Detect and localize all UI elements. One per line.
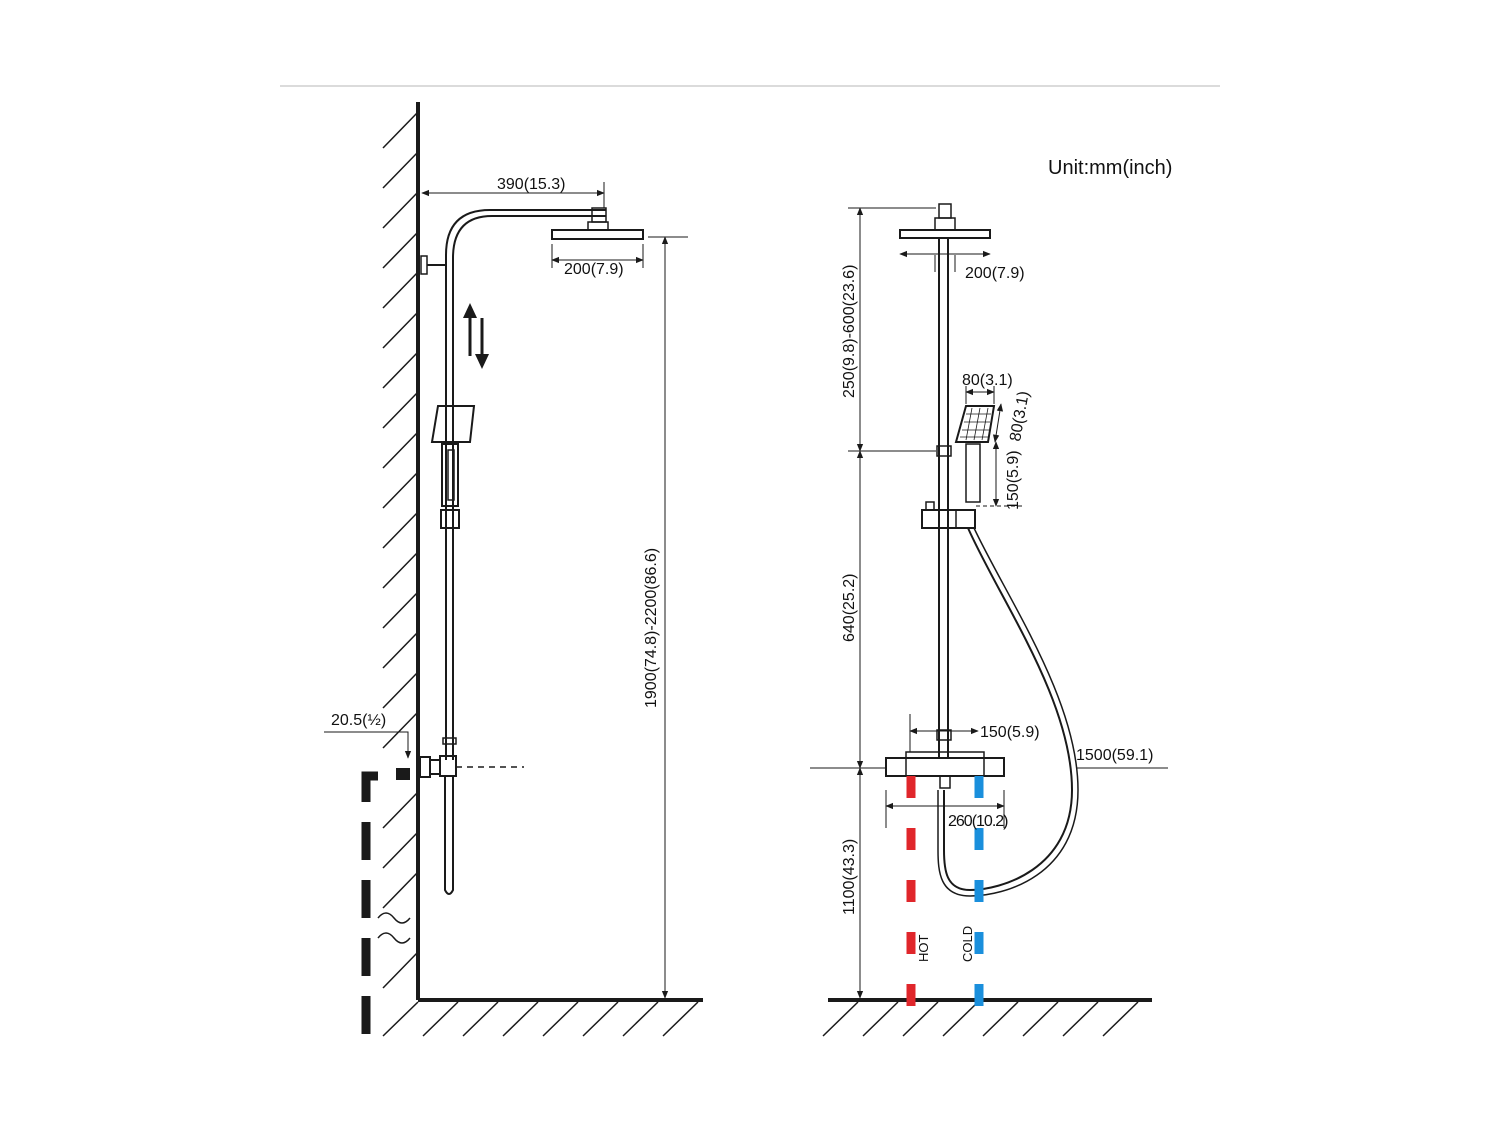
front-slider (921, 509, 976, 529)
front-hand-shower (954, 405, 996, 443)
cold-label: COLD (960, 926, 975, 962)
side-hose (444, 776, 454, 895)
hand-shower-length-dimension: 80(3.1) (1007, 390, 1033, 443)
front-hose (943, 527, 1074, 892)
front-mixer-body (885, 757, 1005, 777)
floor-hatching (382, 1001, 699, 1037)
front-riser-pipe (938, 237, 949, 759)
mid-height-dimension: 640(25.2) (841, 574, 858, 643)
side-view (324, 102, 703, 1037)
front-shower-head (899, 229, 991, 239)
side-wall-bracket (420, 255, 428, 275)
unit-label: Unit:mm(inch) (1048, 157, 1172, 179)
side-supply-pipe (361, 771, 386, 1034)
front-head-connector (938, 203, 952, 219)
side-slider (440, 509, 460, 529)
front-head-diameter-dimension: 200(7.9) (965, 265, 1025, 282)
adjust-arrows-icon (463, 303, 489, 369)
wall-hatching (382, 111, 419, 989)
side-riser-pipe-inner (452, 215, 606, 760)
side-inlet-stub (396, 768, 410, 780)
inlet-size-dimension: 20.5(½) (331, 712, 386, 729)
front-view (810, 203, 1168, 1037)
front-riser-joint (936, 445, 952, 457)
wall-break-mark (377, 912, 411, 944)
center-offset-dimension: 150(5.9) (980, 724, 1040, 741)
mixer-width-dimension: 260(10.2) (948, 813, 1008, 830)
side-hand-shower (430, 405, 476, 443)
hose-length-dimension: 1500(59.1) (1076, 747, 1153, 764)
hand-shower-width-dimension: 80(3.1) (962, 372, 1013, 389)
floor-height-dimension: 1100(43.3) (841, 839, 858, 915)
holder-height-dimension: 150(5.9) (1005, 450, 1022, 510)
hot-label: HOT (916, 935, 931, 963)
front-floor-hatching (822, 1001, 1139, 1037)
total-height-dimension: 1900(74.8)-2200(86.6) (643, 548, 660, 708)
side-riser-pipe (445, 209, 606, 760)
top-height-dimension: 250(9.8)-600(23.6) (841, 265, 858, 398)
side-shower-head (551, 229, 644, 240)
arm-length-dimension: 390(15.3) (497, 176, 566, 193)
side-head-diameter-dimension: 200(7.9) (564, 261, 624, 278)
